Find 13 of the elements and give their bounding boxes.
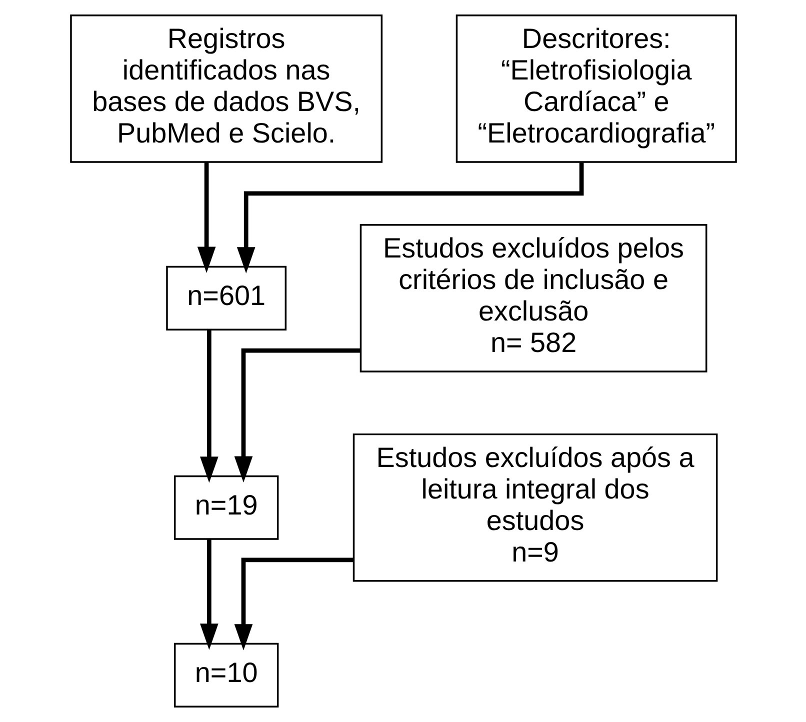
node-box: Registros identificados nas bases de dados BVS, PubMed e Scielo. [70, 14, 382, 163]
arrow [199, 330, 218, 483]
node-box: Descritores: “Eletrofisiologia Cardíaca” e “Eletrocardiografia” [455, 14, 736, 163]
node-box: Estudos excluídos pelos critérios de inclusão e exclusão n= 582 [359, 224, 707, 372]
arrow [234, 348, 360, 482]
node-box: n=601 [166, 266, 286, 330]
arrow [234, 558, 352, 650]
arrow [199, 539, 218, 650]
node-box: Estudos excluídos após a leitura integral dos estudos n=9 [352, 433, 718, 582]
arrow [236, 162, 584, 274]
arrow [196, 162, 216, 273]
node-box: n=19 [173, 475, 278, 540]
node-box: n=10 [173, 642, 278, 708]
